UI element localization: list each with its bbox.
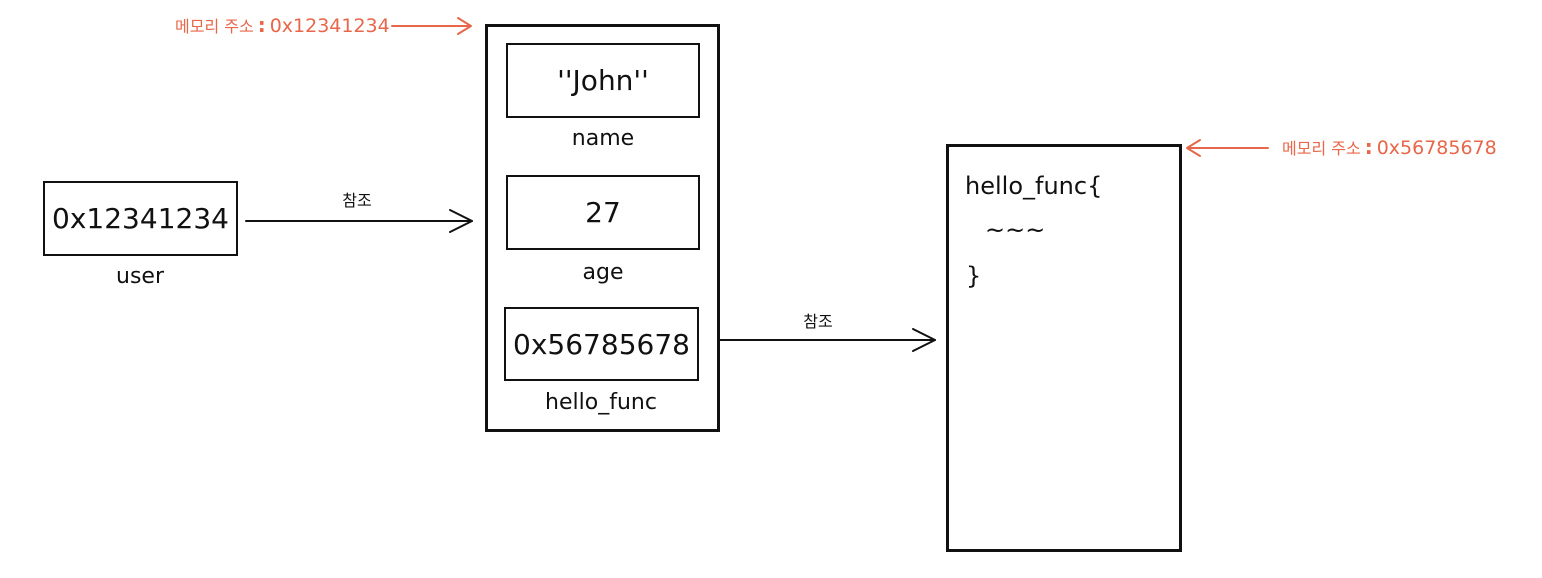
field-hello-func-value: 0x56785678 — [513, 327, 690, 361]
hello-func-reference-label: 참조 — [803, 312, 833, 331]
function-code-line-2: ~~~ — [985, 216, 1046, 244]
field-age-box: 27 — [506, 175, 700, 250]
address-colon: : — [257, 13, 266, 37]
function-object-box — [946, 144, 1182, 552]
function-code-line-3: } — [966, 262, 982, 290]
object-address-arrow — [391, 17, 472, 35]
field-name-box: ''John'' — [506, 43, 700, 118]
user-variable-label: user — [116, 264, 164, 289]
user-reference-arrow — [245, 209, 473, 233]
function-address-arrow — [1186, 139, 1269, 157]
address-prefix: 메모리 주소 — [1282, 139, 1361, 158]
address-value: 0x56785678 — [1376, 137, 1497, 159]
field-age-value: 27 — [585, 196, 621, 229]
user-variable-box: 0x12341234 — [43, 181, 238, 256]
user-reference-label: 참조 — [342, 191, 372, 210]
address-prefix: 메모리 주소 — [175, 17, 254, 36]
function-code-line-1: hello_func{ — [965, 172, 1103, 200]
address-colon: : — [1364, 135, 1373, 159]
field-hello-func-box: 0x56785678 — [504, 307, 699, 381]
field-hello-func-label: hello_func — [545, 390, 657, 415]
field-name-label: name — [571, 126, 635, 151]
field-name-value: ''John'' — [557, 64, 649, 97]
object-address-annotation: 메모리 주소:0x12341234 — [175, 15, 390, 36]
address-value: 0x12341234 — [269, 15, 390, 37]
function-address-annotation: 메모리 주소:0x56785678 — [1282, 137, 1497, 158]
hello-func-reference-arrow — [707, 328, 936, 352]
user-variable-value: 0x12341234 — [52, 202, 229, 235]
field-age-label: age — [582, 260, 624, 285]
